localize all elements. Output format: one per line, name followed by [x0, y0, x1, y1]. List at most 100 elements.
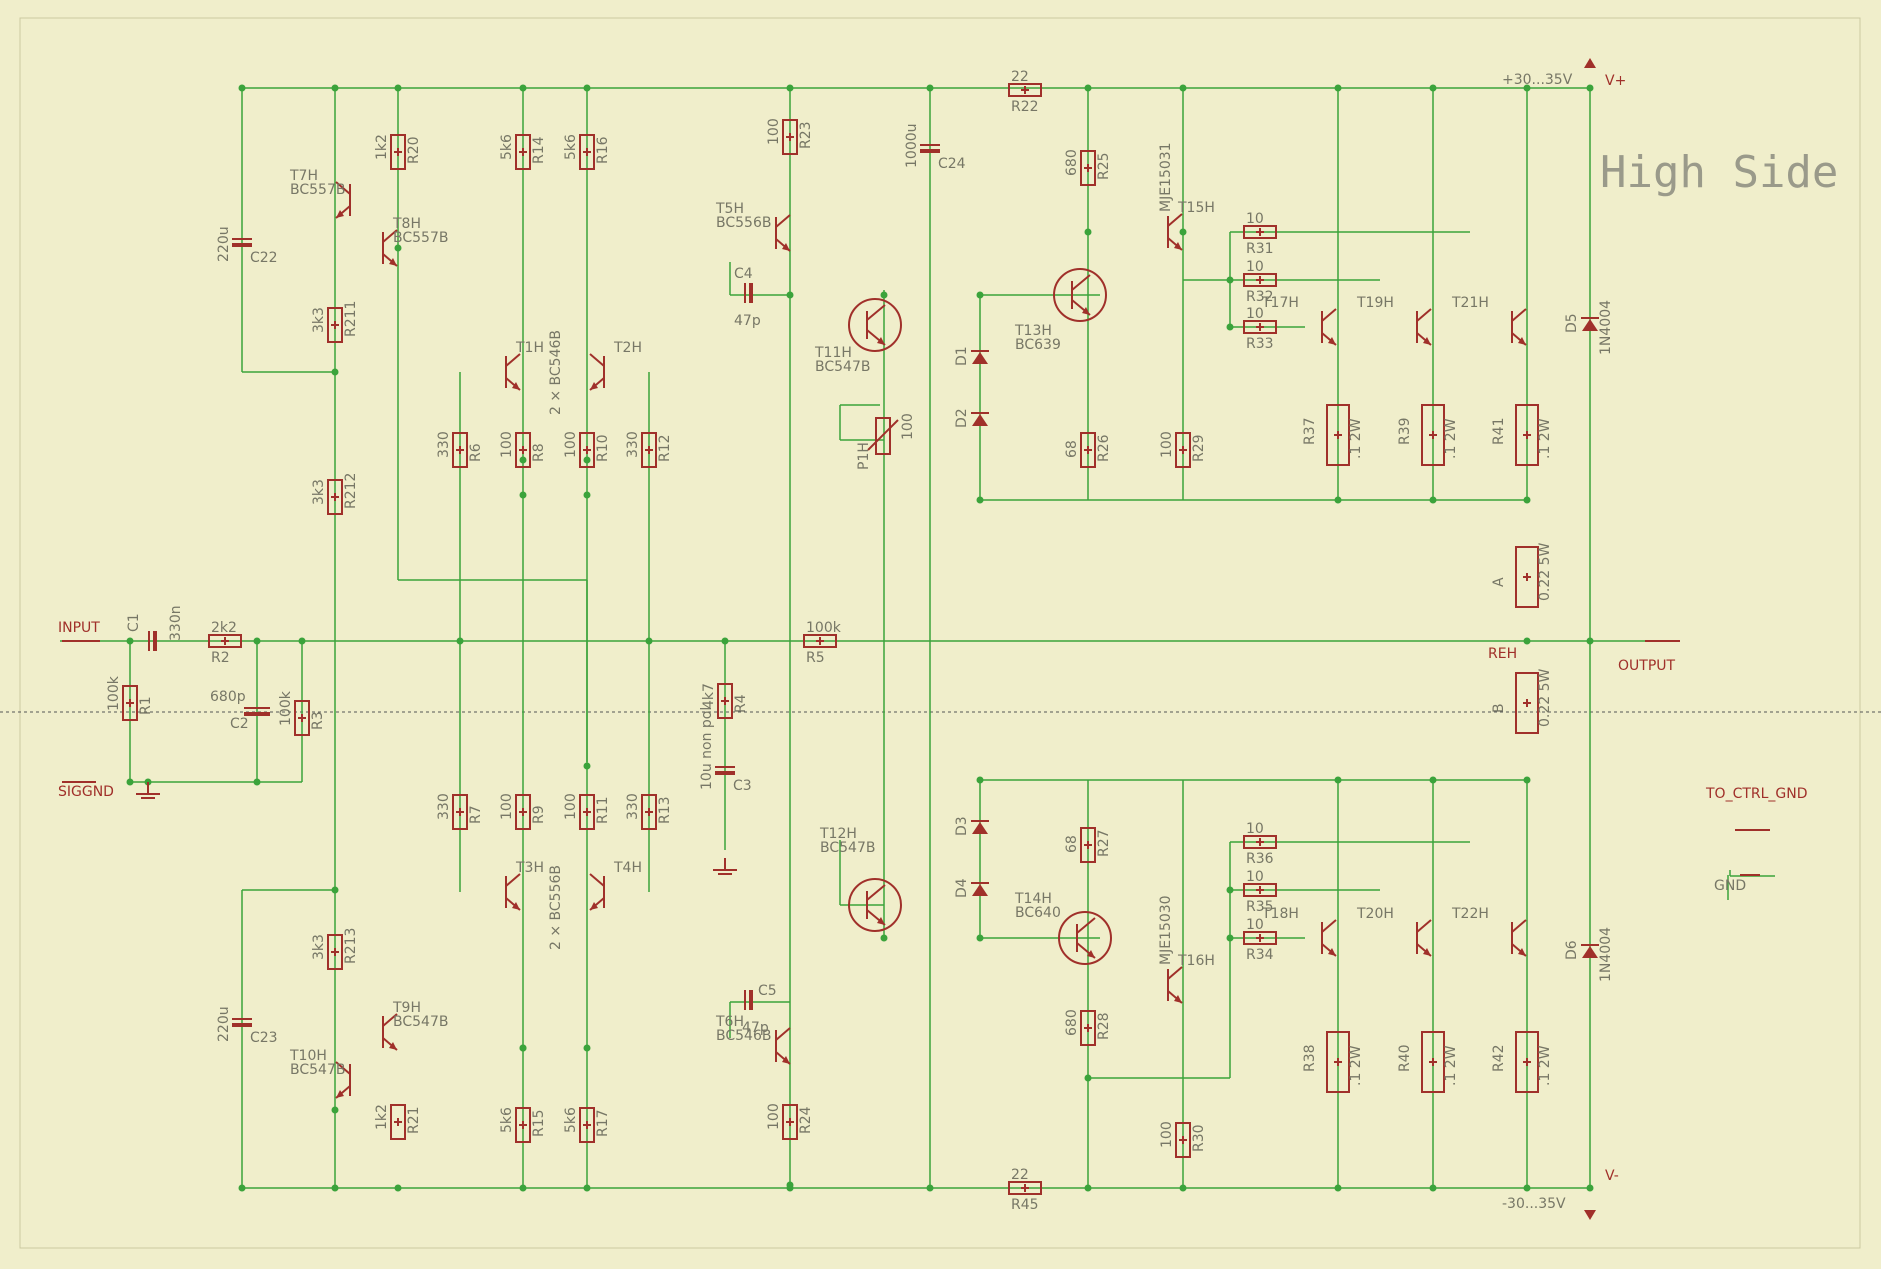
junction-dot [253, 778, 261, 786]
resistor-r41: R41.1 2W [1491, 404, 1553, 466]
resistor-value: 100 [1159, 431, 1175, 458]
junction-dot [880, 934, 888, 942]
resistor-value: 100 [1159, 1121, 1175, 1148]
resistor-name: R11 [595, 796, 611, 824]
vplus-arrow-icon [1584, 58, 1596, 68]
resistor-value: 5k6 [563, 134, 579, 160]
junction-dot [519, 1184, 527, 1192]
junction-dot [331, 368, 339, 376]
resistor-value: 100 [499, 431, 515, 458]
transistor-part: BC556B [716, 215, 771, 231]
transistor-t20h: T20H [1356, 906, 1432, 957]
resistor-value: 0.22 5W [1537, 668, 1553, 727]
resistor-value: 330 [436, 793, 452, 820]
resistor-name: R30 [1191, 1124, 1207, 1152]
pair-label-lower: 2 × BC556B [548, 865, 564, 950]
resistor-value: 5k6 [499, 134, 515, 160]
resistor-name: R36 [1246, 851, 1274, 867]
resistor-value: 2k2 [211, 620, 237, 636]
junction-dot [1429, 84, 1437, 92]
resistor-name: R5 [806, 650, 825, 666]
junction-dot [1179, 84, 1187, 92]
net-vplus: V+ [1605, 73, 1626, 89]
resistor-value: 22 [1011, 1167, 1029, 1183]
resistor-value: 68 [1064, 440, 1080, 458]
resistor-name: R15 [531, 1109, 547, 1137]
transistor-name: T22H [1451, 906, 1489, 922]
resistor-r37: R37.1 2W [1302, 404, 1364, 466]
resistor-name: R31 [1246, 241, 1274, 257]
resistor-r8: 100 R8 [499, 431, 547, 468]
transistor-t15h: T15H [1167, 200, 1215, 251]
junction-dot [394, 244, 402, 252]
resistor-name: R3 [310, 711, 326, 730]
junction-dot [238, 1184, 246, 1192]
resistor-value: 10 [1246, 821, 1264, 837]
resistor-name: R40 [1397, 1044, 1413, 1072]
resistor-name: R21 [406, 1106, 422, 1134]
diode-name: D4 [954, 878, 970, 898]
net-output: OUTPUT [1618, 658, 1676, 674]
transistor-t21h: T21H [1451, 295, 1527, 346]
capacitor-value: 10u non pol [699, 707, 715, 790]
junction-dot [519, 1044, 527, 1052]
transistor-name: T17H [1261, 295, 1299, 311]
junction-dot [1523, 84, 1531, 92]
junction-dot [880, 291, 888, 299]
capacitor-name: C1 [126, 613, 142, 632]
transistor-t1h: T1H [505, 340, 544, 391]
resistor-value: 100k [806, 620, 842, 636]
junction-dot [1084, 84, 1092, 92]
junction-dot [331, 1106, 339, 1114]
diode-name: D3 [954, 816, 970, 836]
wires [60, 84, 1775, 1192]
vplus-rating: +30...35V [1502, 72, 1573, 88]
junction-dot [1586, 637, 1594, 645]
junction-dot [519, 491, 527, 499]
junction-dot [1586, 84, 1594, 92]
resistor-value: 330 [625, 431, 641, 458]
junction-dot [1523, 496, 1531, 504]
sheet-frame [19, 17, 1861, 1249]
resistor-value: 100 [766, 118, 782, 145]
resistor-value: .1 2W [1348, 1045, 1364, 1086]
resistor-value: 3k3 [311, 307, 327, 333]
resistor-name: R8 [531, 443, 547, 462]
junction-dot [1084, 228, 1092, 236]
capacitor-value: 1000u [904, 123, 920, 168]
resistor-name: R2 [211, 650, 230, 666]
resistor-value: 100k [278, 690, 294, 726]
resistor-name: A [1491, 577, 1507, 587]
transistor-part: BC547B [393, 1014, 448, 1030]
pair-label-upper: 2 × BC546B [548, 330, 564, 415]
diode-d1: D1 [954, 346, 989, 366]
resistor-name: R16 [595, 136, 611, 164]
junction-dot [1179, 228, 1187, 236]
junction-dot [583, 84, 591, 92]
resistor-name: R212 [343, 473, 359, 509]
resistor-name: R13 [657, 796, 673, 824]
resistor-name: R38 [1302, 1044, 1318, 1072]
resistor-name: R213 [343, 928, 359, 964]
junction-dot [786, 84, 794, 92]
sheet-title: High Side [1600, 147, 1838, 198]
resistor-name: R1 [138, 696, 154, 715]
resistor-name: R23 [798, 121, 814, 149]
junction-dot [126, 778, 134, 786]
resistor-value: .1 2W [1537, 1045, 1553, 1086]
resistor-name: R10 [595, 434, 611, 462]
diode-part: 1N4004 [1598, 300, 1614, 355]
